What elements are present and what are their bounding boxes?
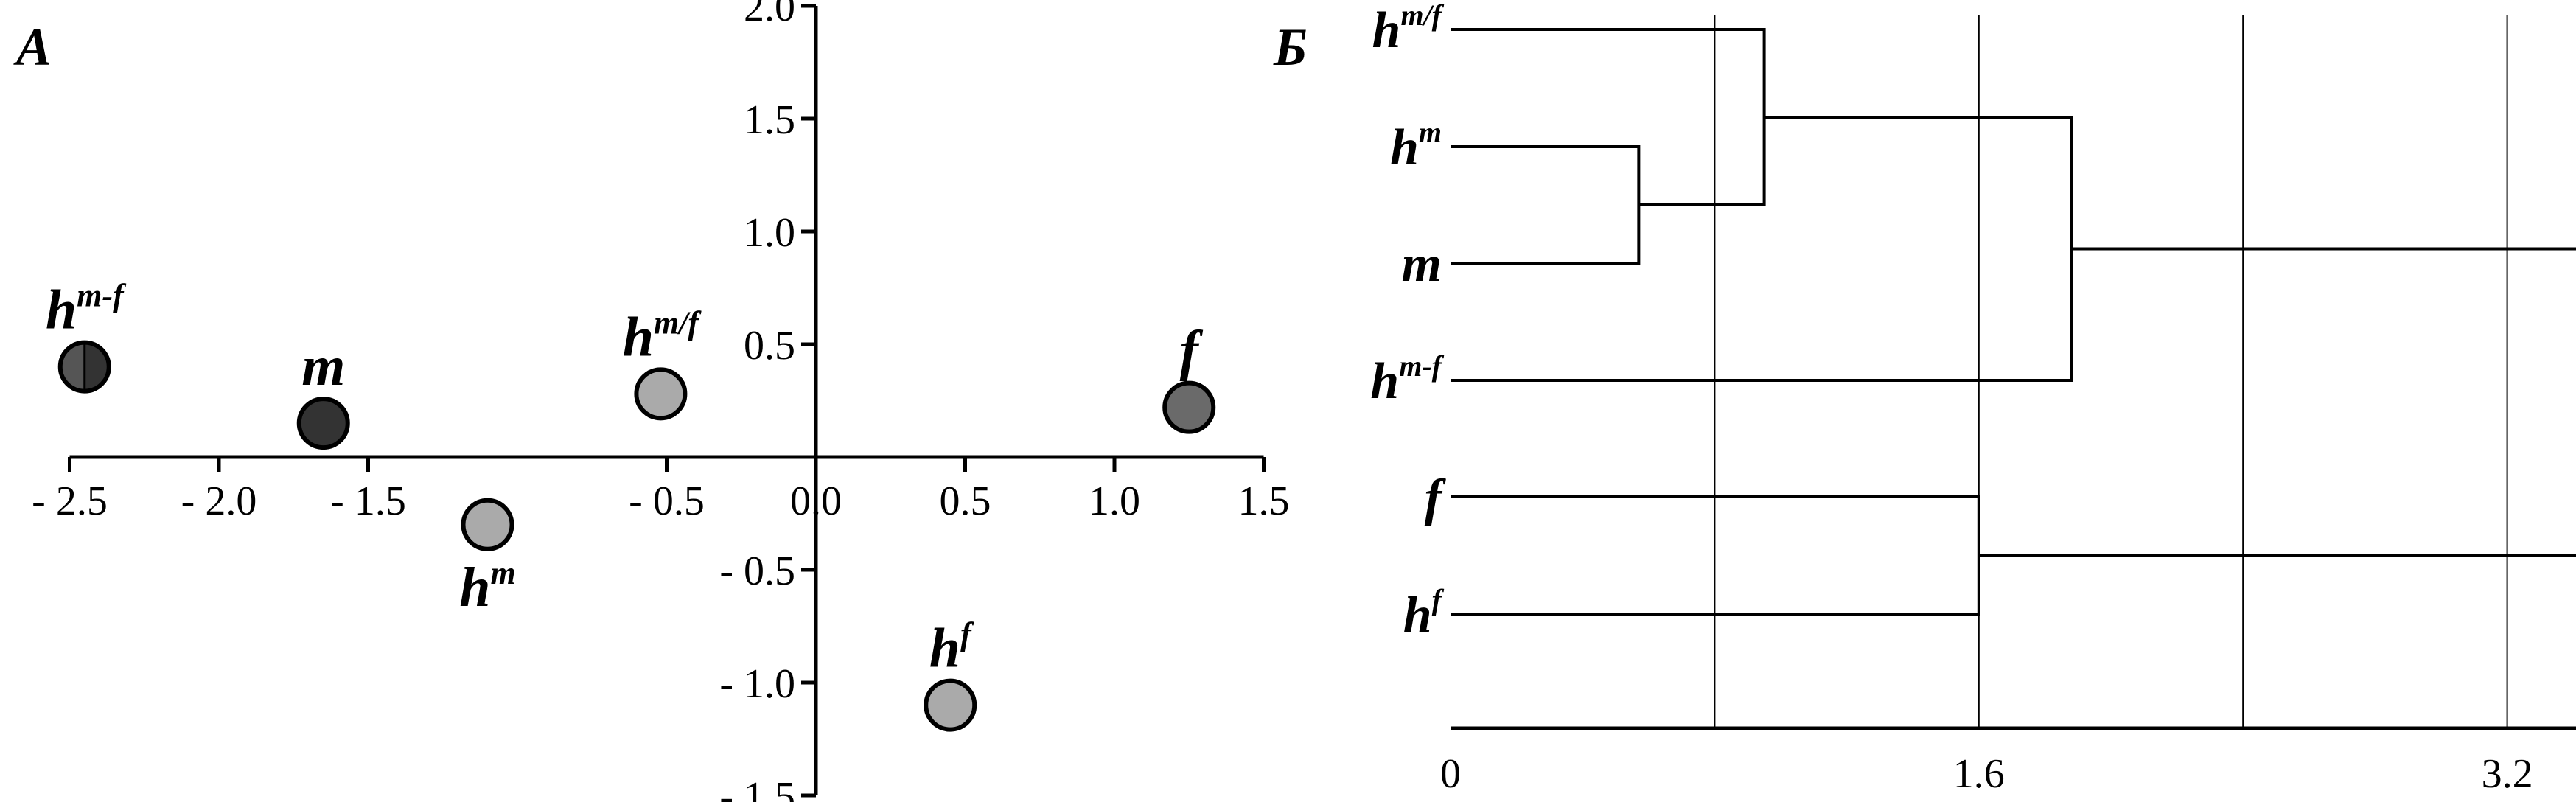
dendrogram-link	[1451, 28, 1766, 206]
data-point	[924, 678, 977, 732]
leaf-label: hm-f	[1370, 349, 1444, 410]
point-label: m	[301, 335, 345, 397]
x-tick-label: 1.6	[1953, 751, 2005, 797]
leaf-label: hf	[1403, 583, 1445, 644]
leaf-label: hm/f	[1372, 0, 1445, 59]
dendrogram-link	[1451, 145, 1641, 265]
data-point	[634, 367, 688, 421]
data-point	[461, 498, 514, 551]
x-tick-label: - 2.0	[181, 478, 257, 524]
y-tick-label: - 1.5	[719, 774, 795, 802]
data-point	[296, 397, 350, 450]
data-points: hm-f m hm hm/f f hf	[46, 278, 1216, 732]
panel-label-a: А	[13, 18, 52, 77]
y-tick-label: 1.5	[744, 97, 795, 143]
x-tick-label: 0	[1440, 751, 1461, 797]
point-label: f	[1180, 320, 1204, 382]
point-label: hf	[929, 616, 974, 680]
leaf-label: hm	[1390, 116, 1442, 176]
gridlines	[1714, 15, 2508, 728]
leaf-labels: hm/f hm m hm-f f hf	[1370, 0, 1446, 644]
data-point	[1162, 380, 1216, 434]
x-tick-label: 3.2	[2482, 751, 2533, 797]
y-tick-label: 1.0	[744, 210, 795, 256]
x-tick-label: 0.0	[790, 478, 842, 524]
point-label: hm/f	[623, 304, 702, 368]
dendrogram-links	[1451, 28, 2576, 616]
x-tick-label: - 2.5	[32, 478, 108, 524]
leaf-label: m	[1402, 236, 1442, 293]
point-label: hm	[459, 555, 516, 618]
dendrogram-link	[1978, 247, 2576, 557]
y-ticks: 2.0 1.5 1.0 0.5 - 0.5 - 1.0 - 1.5	[719, 0, 816, 802]
x-tick-label: 1.0	[1089, 478, 1140, 524]
x-ticks: - 2.5 - 2.0 - 1.5 - 0.5 0.0 0.5 1.0 1.5	[32, 457, 1290, 524]
y-tick-label: 2.0	[744, 0, 795, 30]
panel-label-b: Б	[1273, 18, 1308, 77]
data-point	[57, 340, 111, 394]
point-label: hm-f	[46, 278, 127, 341]
y-tick-label: - 1.0	[719, 661, 795, 707]
x-tick-label: - 0.5	[629, 478, 705, 524]
x-tick-label: 0.5	[940, 478, 991, 524]
x-ticks: 0 1.6 3.2	[1440, 751, 2533, 797]
leaf-label: f	[1425, 470, 1447, 526]
scatter-panel: А - 2.5 - 2.0 - 1.5 - 0.5 0.0 0.5 1.0 1.5 2.0 1.…	[13, 0, 1290, 802]
x-tick-label: 1.5	[1238, 478, 1290, 524]
y-tick-label: 0.5	[744, 323, 795, 369]
y-tick-label: - 0.5	[719, 548, 795, 594]
dendrogram-panel: Б 0 1.6 3.2 hm/f hm m hm-f f hf	[1273, 0, 2576, 797]
x-tick-label: - 1.5	[330, 478, 406, 524]
